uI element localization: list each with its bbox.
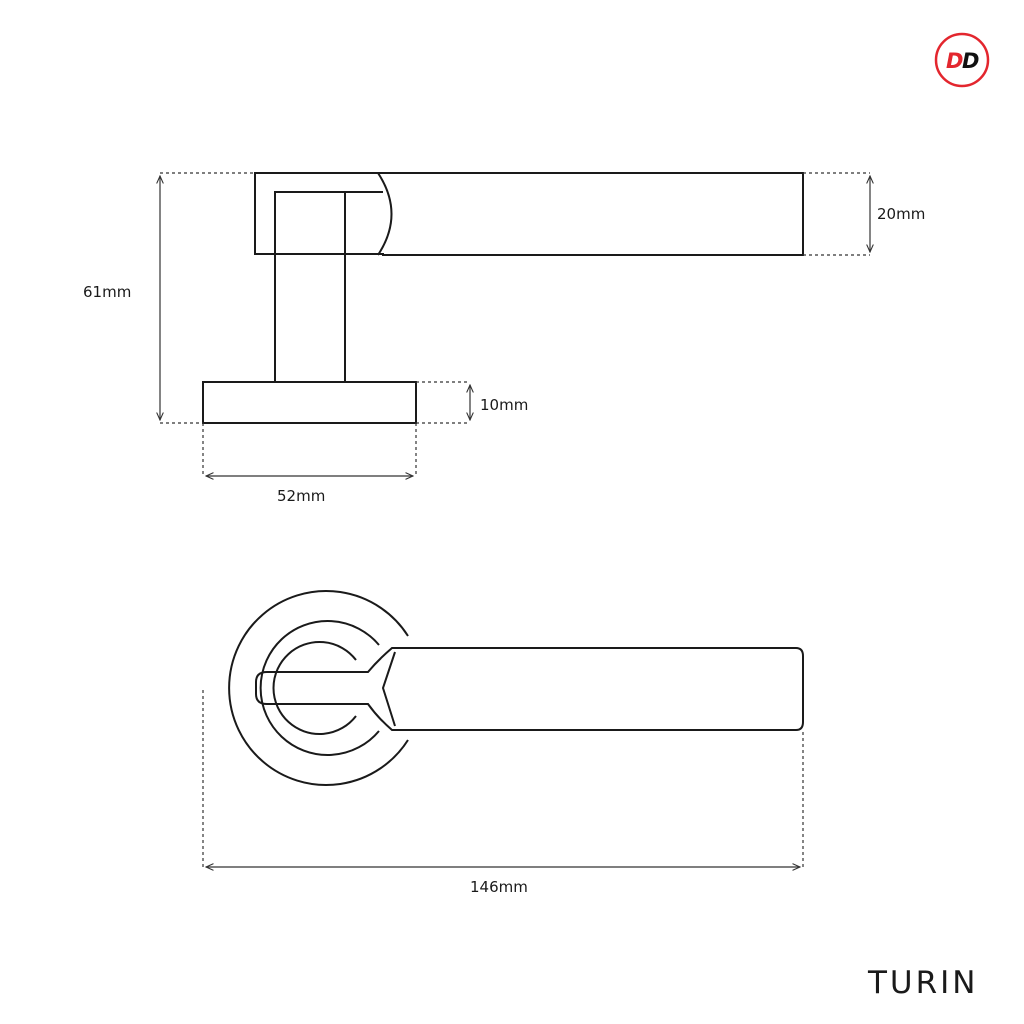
front-lever-outline [255, 647, 804, 731]
side-spindle-neck [274, 191, 346, 383]
side-lever-return-inner [274, 191, 383, 254]
product-name: TURIN [867, 965, 979, 1001]
dim-label-rose-diameter: 52mm [277, 487, 325, 505]
front-view [228, 590, 804, 786]
brand-logo: D D [934, 32, 990, 88]
front-view-dimensions [202, 690, 804, 867]
logo-letter-second: D [962, 49, 979, 73]
dim-label-rose-thickness: 10mm [480, 396, 528, 414]
front-rose-outer [228, 590, 409, 786]
dim-label-lever-thickness: 20mm [877, 205, 925, 223]
side-view-dimensions [160, 172, 870, 476]
logo-letter-first: D [946, 49, 963, 73]
side-collar-curve [377, 172, 393, 256]
side-lever-outline [254, 172, 804, 256]
front-lever-crease [381, 651, 396, 727]
logo-ring [934, 32, 990, 88]
front-rose-inner [272, 641, 357, 735]
front-rose-middle [259, 620, 380, 756]
side-view [202, 172, 804, 424]
dim-label-overall-length: 146mm [470, 878, 528, 896]
dim-label-total-height: 61mm [83, 283, 131, 301]
side-rose-base [202, 381, 417, 424]
